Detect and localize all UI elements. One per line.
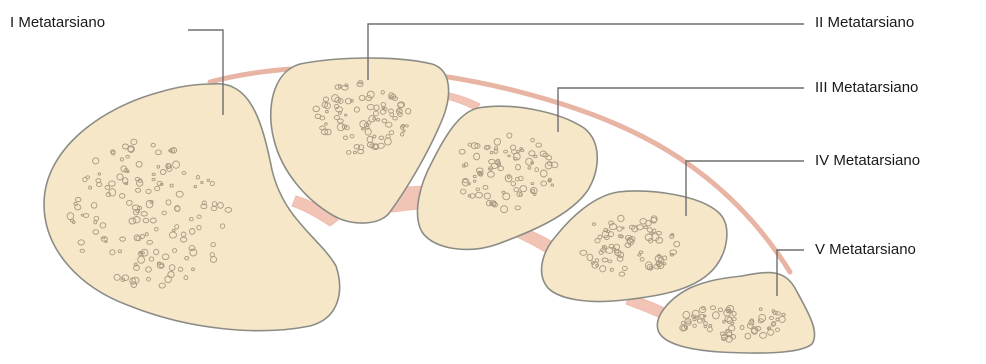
leader-line-3 <box>558 88 804 132</box>
label-metatarsal-1: I Metatarsiano <box>10 14 105 31</box>
label-metatarsal-2: II Metatarsiano <box>815 14 914 31</box>
label-metatarsal-5: V Metatarsiano <box>815 241 916 258</box>
label-metatarsal-4: IV Metatarsiano <box>815 152 920 169</box>
label-metatarsal-3: III Metatarsiano <box>815 79 918 96</box>
